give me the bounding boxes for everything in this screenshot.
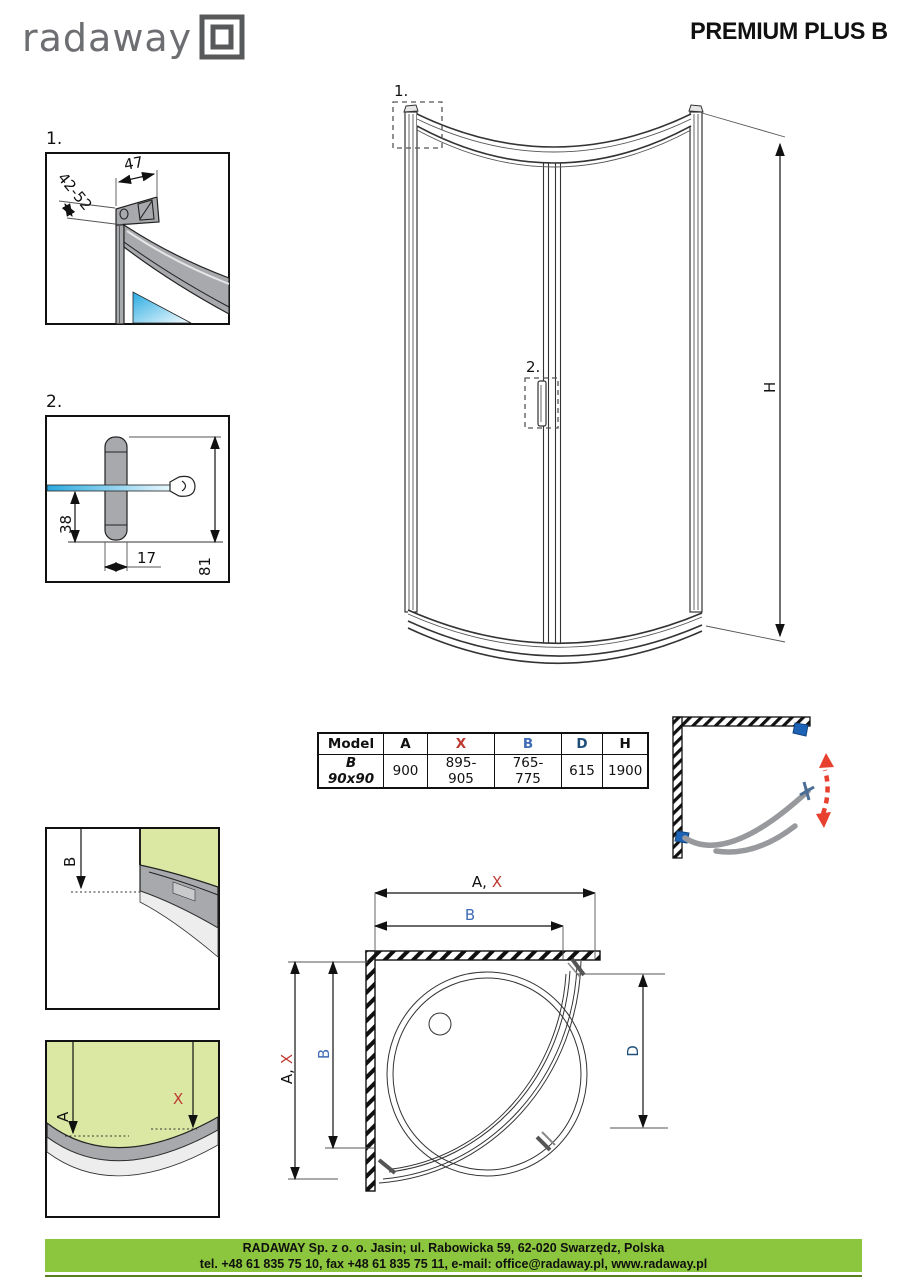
brand-logo-text: radaway	[22, 16, 193, 60]
dim-right-d: D	[576, 973, 668, 1129]
svg-text:17: 17	[137, 549, 156, 567]
bottom-rail	[407, 609, 703, 665]
left-wall	[365, 950, 376, 1192]
col-h: H	[602, 732, 649, 755]
glass-pane	[46, 484, 171, 492]
dim-top-ax: A,X	[373, 873, 597, 959]
spec-table: Model A X B D H B 90x90 900 895-905 765-…	[317, 732, 650, 789]
svg-text:D: D	[624, 1045, 642, 1057]
dim-left-b: B	[315, 960, 375, 1150]
callout-1-box	[392, 101, 443, 149]
front-view-drawing: 1. 2. H	[392, 82, 786, 665]
brand-logo-mark-icon	[199, 14, 245, 60]
slide-direction-arrow	[816, 753, 834, 828]
dim-a: A	[54, 1042, 129, 1137]
svg-text:A,X: A,X	[280, 1054, 296, 1084]
door-arcs	[378, 960, 582, 1184]
svg-text:B: B	[315, 1049, 333, 1059]
col-model: Model	[317, 732, 384, 755]
side-posts	[403, 104, 704, 613]
glass-detail-b: B	[45, 827, 220, 1010]
shower-tray	[386, 971, 588, 1177]
footer-strip	[45, 1275, 862, 1277]
sliding-door-arc-inner	[713, 823, 798, 855]
dim-b: B	[61, 829, 140, 893]
cell-a: 900	[383, 754, 428, 789]
corner-installation-diagram	[672, 716, 834, 859]
cell-b: 765-775	[494, 754, 562, 789]
glass-detail-ax: A X	[45, 1040, 220, 1218]
col-x: X	[427, 732, 495, 755]
dim-47: 47	[115, 153, 158, 206]
footer-address-line: RADAWAY Sp. z o. o. Jasin; ul. Rabowicka…	[242, 1240, 665, 1255]
dim-x: X	[151, 1042, 198, 1130]
height-dimension-label: H	[761, 382, 779, 393]
dim-top-b: B	[373, 906, 565, 961]
cell-h: 1900	[602, 754, 649, 789]
brand-logo: radaway	[22, 14, 245, 62]
door-handle	[537, 380, 547, 427]
dim-81: 81	[129, 435, 221, 576]
col-a: A	[383, 732, 428, 755]
svg-text:A: A	[54, 1111, 72, 1122]
dim-38: 38	[57, 490, 80, 544]
dim-17: 17	[103, 542, 161, 572]
door-fittings	[377, 957, 586, 1175]
detail-1-drawing: 47 42-52	[45, 152, 230, 325]
footer-contact-line: tel. +48 61 835 75 10, fax +48 61 835 75…	[199, 1256, 708, 1271]
col-b: B	[494, 732, 562, 755]
detail-1-label: 1.	[46, 129, 63, 149]
svg-text:38: 38	[57, 515, 75, 534]
cell-model: B 90x90	[317, 754, 384, 789]
left-wall	[672, 716, 683, 859]
svg-text:A,X: A,X	[472, 873, 502, 891]
cell-d: 615	[561, 754, 603, 789]
top-wall	[365, 950, 601, 961]
glass-area	[140, 829, 218, 887]
svg-text:B: B	[465, 906, 475, 924]
curved-rail-section	[123, 223, 230, 316]
top-wall	[672, 716, 811, 727]
detail-2-drawing: 38 17 81	[45, 415, 230, 583]
wall-clip-top	[792, 722, 809, 737]
drain	[428, 1012, 452, 1036]
door-handle-mark	[799, 781, 815, 801]
glass-section	[132, 291, 192, 324]
col-d: D	[561, 732, 603, 755]
svg-text:81: 81	[196, 557, 214, 576]
detail-2-label: 2.	[46, 392, 63, 412]
svg-text:B: B	[61, 857, 79, 867]
spec-table-header-row: Model A X B D H	[317, 732, 649, 755]
outer-rim	[139, 890, 219, 958]
glass-area	[47, 1042, 218, 1148]
spec-table-row: B 90x90 900 895-905 765-775 615 1900	[317, 754, 649, 789]
height-dimension: H	[701, 112, 786, 643]
callout-1-label: 1.	[394, 82, 408, 100]
callout-2-box	[524, 377, 559, 429]
svg-text:X: X	[173, 1090, 183, 1108]
plan-view-drawing: A,X B A,X B D	[280, 873, 668, 1192]
footer-bar: RADAWAY Sp. z o. o. Jasin; ul. Rabowicka…	[45, 1239, 862, 1272]
page-title: PREMIUM PLUS B	[690, 18, 888, 45]
outer-rim	[46, 1129, 219, 1177]
svg-text:47: 47	[123, 153, 145, 174]
top-rail	[416, 113, 692, 168]
dim-left-ax: A,X	[280, 960, 368, 1181]
sliding-door-arc-outer	[682, 788, 811, 848]
cell-x: 895-905	[427, 754, 495, 789]
wall-profile	[115, 224, 125, 325]
glass-end-clip	[169, 475, 196, 497]
callout-2-label: 2.	[526, 358, 540, 376]
